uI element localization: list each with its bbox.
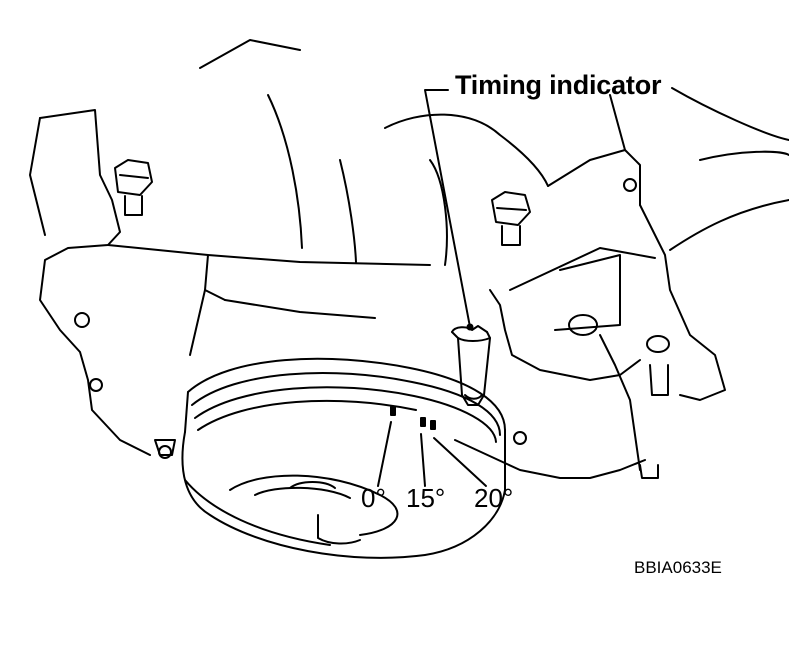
bolt-small-right	[513, 178, 670, 479]
bolt-left	[114, 159, 153, 216]
mark-0-degree-label: 0°	[361, 483, 386, 513]
mark-15-degree-label: 15°	[406, 483, 446, 513]
timing-indicator-pointer	[451, 323, 491, 406]
bolt-center	[491, 191, 531, 246]
bolt-small-left	[74, 312, 176, 459]
engine-block-outline	[29, 39, 789, 479]
timing-indicator-label: Timing indicator	[455, 70, 662, 100]
timing-marks	[377, 406, 487, 487]
crankshaft-pulley	[181, 357, 506, 559]
callout-leader	[424, 89, 471, 328]
mark-20-degree-label: 20°	[474, 483, 514, 513]
figure-code: BBIA0633E	[634, 558, 722, 577]
